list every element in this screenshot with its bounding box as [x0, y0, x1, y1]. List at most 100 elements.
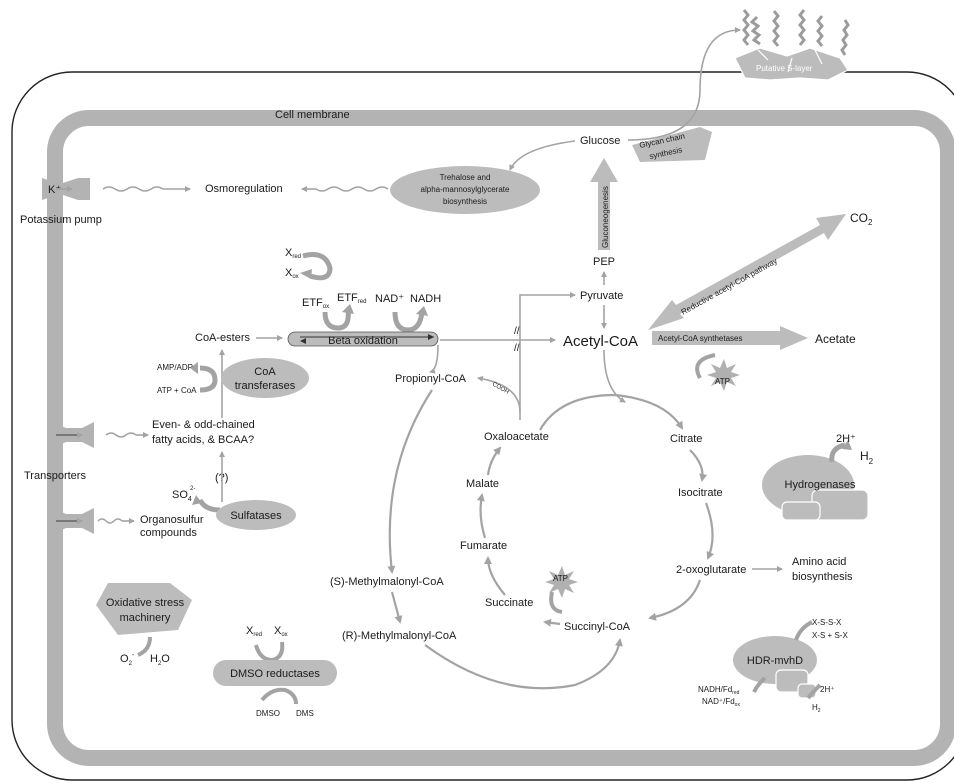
sulfatases-label: Sulfatases [230, 510, 282, 522]
atp-label-succinate: ATP [553, 574, 568, 583]
x-red-dmso: Xred [246, 625, 262, 638]
atp-label-acetate: ATP [715, 377, 730, 386]
coa-transferases-shape [221, 358, 309, 398]
hdr-curl-right [806, 683, 822, 700]
oxaloacetate-label: Oxaloacetate [484, 431, 549, 443]
nadh-fd-red-label: NADH/Fdred [698, 685, 740, 696]
oxidative-curl [137, 636, 152, 657]
glycan-synthesis-shape [632, 127, 712, 162]
organosulfur-line2: compounds [140, 527, 197, 539]
beta-oxidation-pill [287, 331, 439, 347]
hdr-mvhd-shape [733, 636, 817, 699]
trehalose-shape [390, 166, 540, 214]
x-ox-top: Xox [285, 267, 299, 280]
hdr-h2-label: H2 [812, 703, 821, 714]
2og-to-succinyl [648, 579, 702, 621]
dmso-reductases-shape [213, 660, 337, 686]
xssx-label: X-S-S-X [812, 618, 842, 627]
two-h-plus-label: 2H⁺ [836, 433, 856, 445]
beta-to-propionyl [429, 344, 439, 374]
malate-to-oxaloacetate [486, 446, 502, 476]
two-oxoglutarate-label: 2-oxoglutarate [676, 564, 746, 576]
propionyl-to-s-methylmalonyl [387, 389, 433, 574]
atp-coa-label: ATP + CoA [157, 386, 197, 395]
transferases-label: transferases [235, 380, 296, 392]
atp-star-acetate [707, 359, 740, 391]
s-methylmalonyl-label: (S)-Methylmalonyl-CoA [330, 576, 444, 588]
hdr-2h-plus-label: 2H⁺ [820, 685, 834, 694]
isocitrate-label: Isocitrate [678, 487, 723, 499]
cell-membrane-label: Cell membrane [275, 109, 350, 121]
bypass-break-1: // [514, 326, 520, 337]
propionyl-coa-label: Propionyl-CoA [395, 373, 467, 385]
etf-curl-head [342, 304, 354, 314]
acetylcoa-to-citrate [603, 349, 626, 403]
hydrogenases-label: Hydrogenases [785, 479, 856, 491]
putative-s-layer: Putative S-layer [734, 9, 850, 81]
dms-label: DMS [296, 709, 314, 718]
reductive-pathway-arrow [648, 214, 846, 330]
coa-label: CoA [254, 366, 276, 378]
x-curl [302, 252, 333, 281]
dmso-label: DMSO [256, 709, 280, 718]
nad-curl [392, 311, 425, 333]
xs-plus-sx-label: X-S + S-X [812, 631, 848, 640]
hydrogenase-curl-head [842, 440, 852, 450]
x-ox-dmso: Xox [274, 625, 288, 638]
h2-label: H2 [860, 449, 874, 466]
sulfatase-curl-head [192, 495, 202, 505]
bypass-break-2: // [514, 343, 520, 354]
tca-ring-top [539, 393, 684, 431]
hdr-curl-left [752, 676, 767, 693]
co2-label: CO2 [850, 211, 873, 227]
gluconeogenesis-label: Gluconeogenesis [601, 186, 610, 248]
glycan-chains [742, 9, 850, 56]
fatty-acids-line2: fatty acids, & BCAA? [152, 434, 254, 446]
glucose-to-slayer-arrow [627, 27, 741, 141]
isocitrate-to-2og [704, 502, 715, 560]
pyruvate-label: Pyruvate [580, 290, 623, 302]
so4-label: SO4 [172, 489, 192, 503]
h2o-label: H2O [150, 653, 170, 667]
gluconeogenesis-arrow [590, 158, 618, 250]
atp-curl-acetate [695, 353, 716, 379]
hydrogenase-curl [829, 442, 846, 463]
hdr-curl-top [794, 620, 813, 641]
r-methylmalonyl-label: (R)-Methylmalonyl-CoA [342, 630, 457, 642]
fumarate-to-malate [476, 493, 487, 539]
etf-ox-label: ETFox [302, 297, 329, 310]
oxaloacetate-to-propionyl [477, 375, 521, 413]
fumarate-label: Fumarate [460, 540, 507, 552]
transporter-1-wavy [105, 432, 137, 438]
malate-label: Malate [466, 478, 499, 490]
beta-oxidation-label: Beta oxidation [328, 335, 398, 347]
nad-plus-label: NAD⁺ [375, 293, 404, 305]
osmoregulation-label: Osmoregulation [205, 183, 283, 195]
organosulfur-line1: Organosulfur [140, 514, 204, 526]
trehalose-line3: biosynthesis [443, 197, 487, 206]
pyruvate-bypass [519, 292, 576, 420]
nadh-label: NADH [410, 293, 441, 305]
atp-star-succinate [545, 566, 578, 598]
succinate-label: Succinate [485, 597, 533, 609]
fatty-acids-line1: Even- & odd-chained [152, 419, 255, 431]
coa-transferase-curl [199, 365, 218, 393]
etf-curl [322, 309, 351, 331]
acetyl-coa-synthetases-label: Acetyl-CoA synthetases [658, 334, 742, 343]
reductive-pathway-label: Reductive acetyl-CoA pathway [680, 256, 779, 316]
trehalose-line2: alpha-mannosylglycerate [421, 185, 510, 194]
acetyl-coa-label: Acetyl-CoA [563, 333, 638, 350]
citrate-label: Citrate [670, 433, 702, 445]
transporter-2-wavy [97, 518, 123, 524]
amino-acid-line1: Amino acid [792, 556, 846, 568]
pump-to-osmo-wavy [102, 186, 164, 192]
atp-curl-succinate [549, 591, 563, 614]
hydrogenases-shape [762, 455, 869, 521]
x-curl-head [300, 269, 312, 279]
nad-fd-ox-label: NAD⁺/Fdox [702, 697, 740, 708]
pep-label: PEP [593, 256, 615, 268]
transporters-label: Transporters [24, 470, 86, 482]
glucose-label: Glucose [580, 135, 620, 147]
trehalose-to-osmo-wavy [315, 186, 389, 192]
